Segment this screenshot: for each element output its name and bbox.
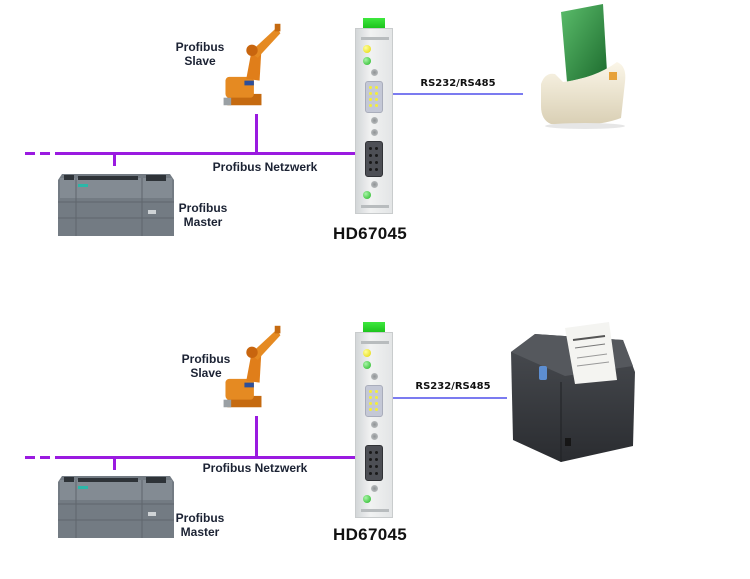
serial-interface-label: RS232/RS485	[420, 78, 496, 89]
profibus-master-label: Profibus Master	[178, 201, 228, 229]
gateway-model-label: HD67045	[333, 224, 407, 243]
serial-port-connector	[365, 81, 383, 113]
gateway-model-label: HD67045	[333, 525, 407, 544]
diagram-receipt-printer: Profibus Slave Profibus Master Profibus …	[0, 300, 750, 579]
status-led-yellow	[363, 349, 371, 357]
status-led-yellow	[363, 45, 371, 53]
power-led-green	[363, 191, 371, 199]
master-drop-line	[113, 456, 116, 470]
profibus-bus-line	[55, 152, 355, 155]
gateway-connector-cap	[363, 322, 385, 333]
industrial-robot-icon	[223, 23, 281, 106]
slave-drop-line	[255, 114, 258, 154]
profibus-port-connector	[365, 141, 383, 177]
serial-line	[390, 397, 507, 399]
gateway-connector-cap	[363, 18, 385, 29]
master-drop-line	[113, 152, 116, 166]
receipt-printer-icon	[511, 322, 635, 462]
profibus-slave-label: Profibus Slave	[175, 40, 225, 68]
plc-master-icon	[58, 476, 174, 538]
status-led-green	[363, 57, 371, 65]
serial-port-connector	[365, 385, 383, 417]
slave-drop-line	[255, 416, 258, 458]
power-led-green	[363, 495, 371, 503]
plc-master-icon	[58, 174, 174, 236]
status-led-green	[363, 361, 371, 369]
profibus-network-label: Profibus Netzwerk	[212, 160, 318, 174]
profibus-port-connector	[365, 445, 383, 481]
profibus-bus-dash-2	[40, 152, 50, 155]
gateway-hd67045	[355, 18, 393, 218]
serial-line	[390, 93, 523, 95]
profibus-slave-label: Profibus Slave	[181, 352, 231, 380]
card-reader-icon	[541, 4, 626, 129]
serial-interface-label: RS232/RS485	[415, 381, 491, 392]
profibus-network-label: Profibus Netzwerk	[202, 461, 308, 475]
profibus-bus-dash-1	[25, 456, 35, 459]
diagram-card-reader: Profibus Slave Profibus Master Profibus …	[0, 0, 750, 279]
profibus-bus-dash-2	[40, 456, 50, 459]
industrial-robot-icon	[223, 325, 281, 408]
gateway-hd67045	[355, 322, 393, 522]
profibus-master-label: Profibus Master	[175, 511, 225, 539]
profibus-bus-line	[55, 456, 355, 459]
profibus-bus-dash-1	[25, 152, 35, 155]
